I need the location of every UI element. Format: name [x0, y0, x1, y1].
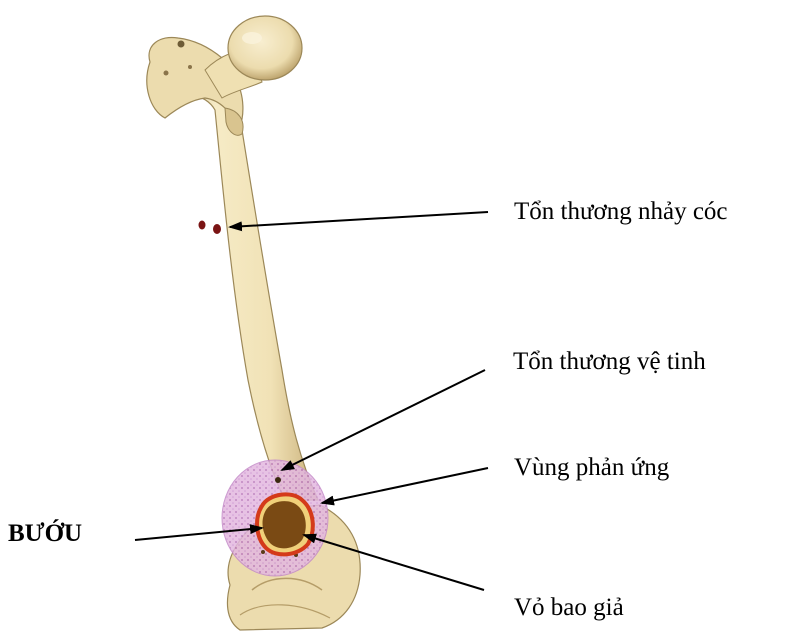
label-tumor: BƯỚU — [8, 521, 82, 546]
arrow-reactive-zone — [322, 468, 488, 503]
skip-lesion-dot — [213, 224, 221, 234]
label-satellite-lesion: Tổn thương vệ tinh — [513, 349, 706, 374]
label-reactive-zone: Vùng phản ứng — [514, 455, 669, 480]
satellite-lesion-dot — [261, 550, 265, 554]
tumor-mass — [263, 501, 306, 548]
satellite-lesion-dot — [275, 477, 281, 483]
skip-lesion-dot — [199, 221, 206, 230]
femur-shaft — [160, 82, 318, 500]
arrow-satellite-lesion — [282, 370, 485, 470]
label-skip-lesion: Tổn thương nhảy cóc — [514, 199, 728, 224]
label-pseudocapsule: Vỏ bao giả — [514, 595, 624, 620]
arrow-skip-lesion — [230, 212, 488, 227]
femur-head — [228, 16, 302, 80]
